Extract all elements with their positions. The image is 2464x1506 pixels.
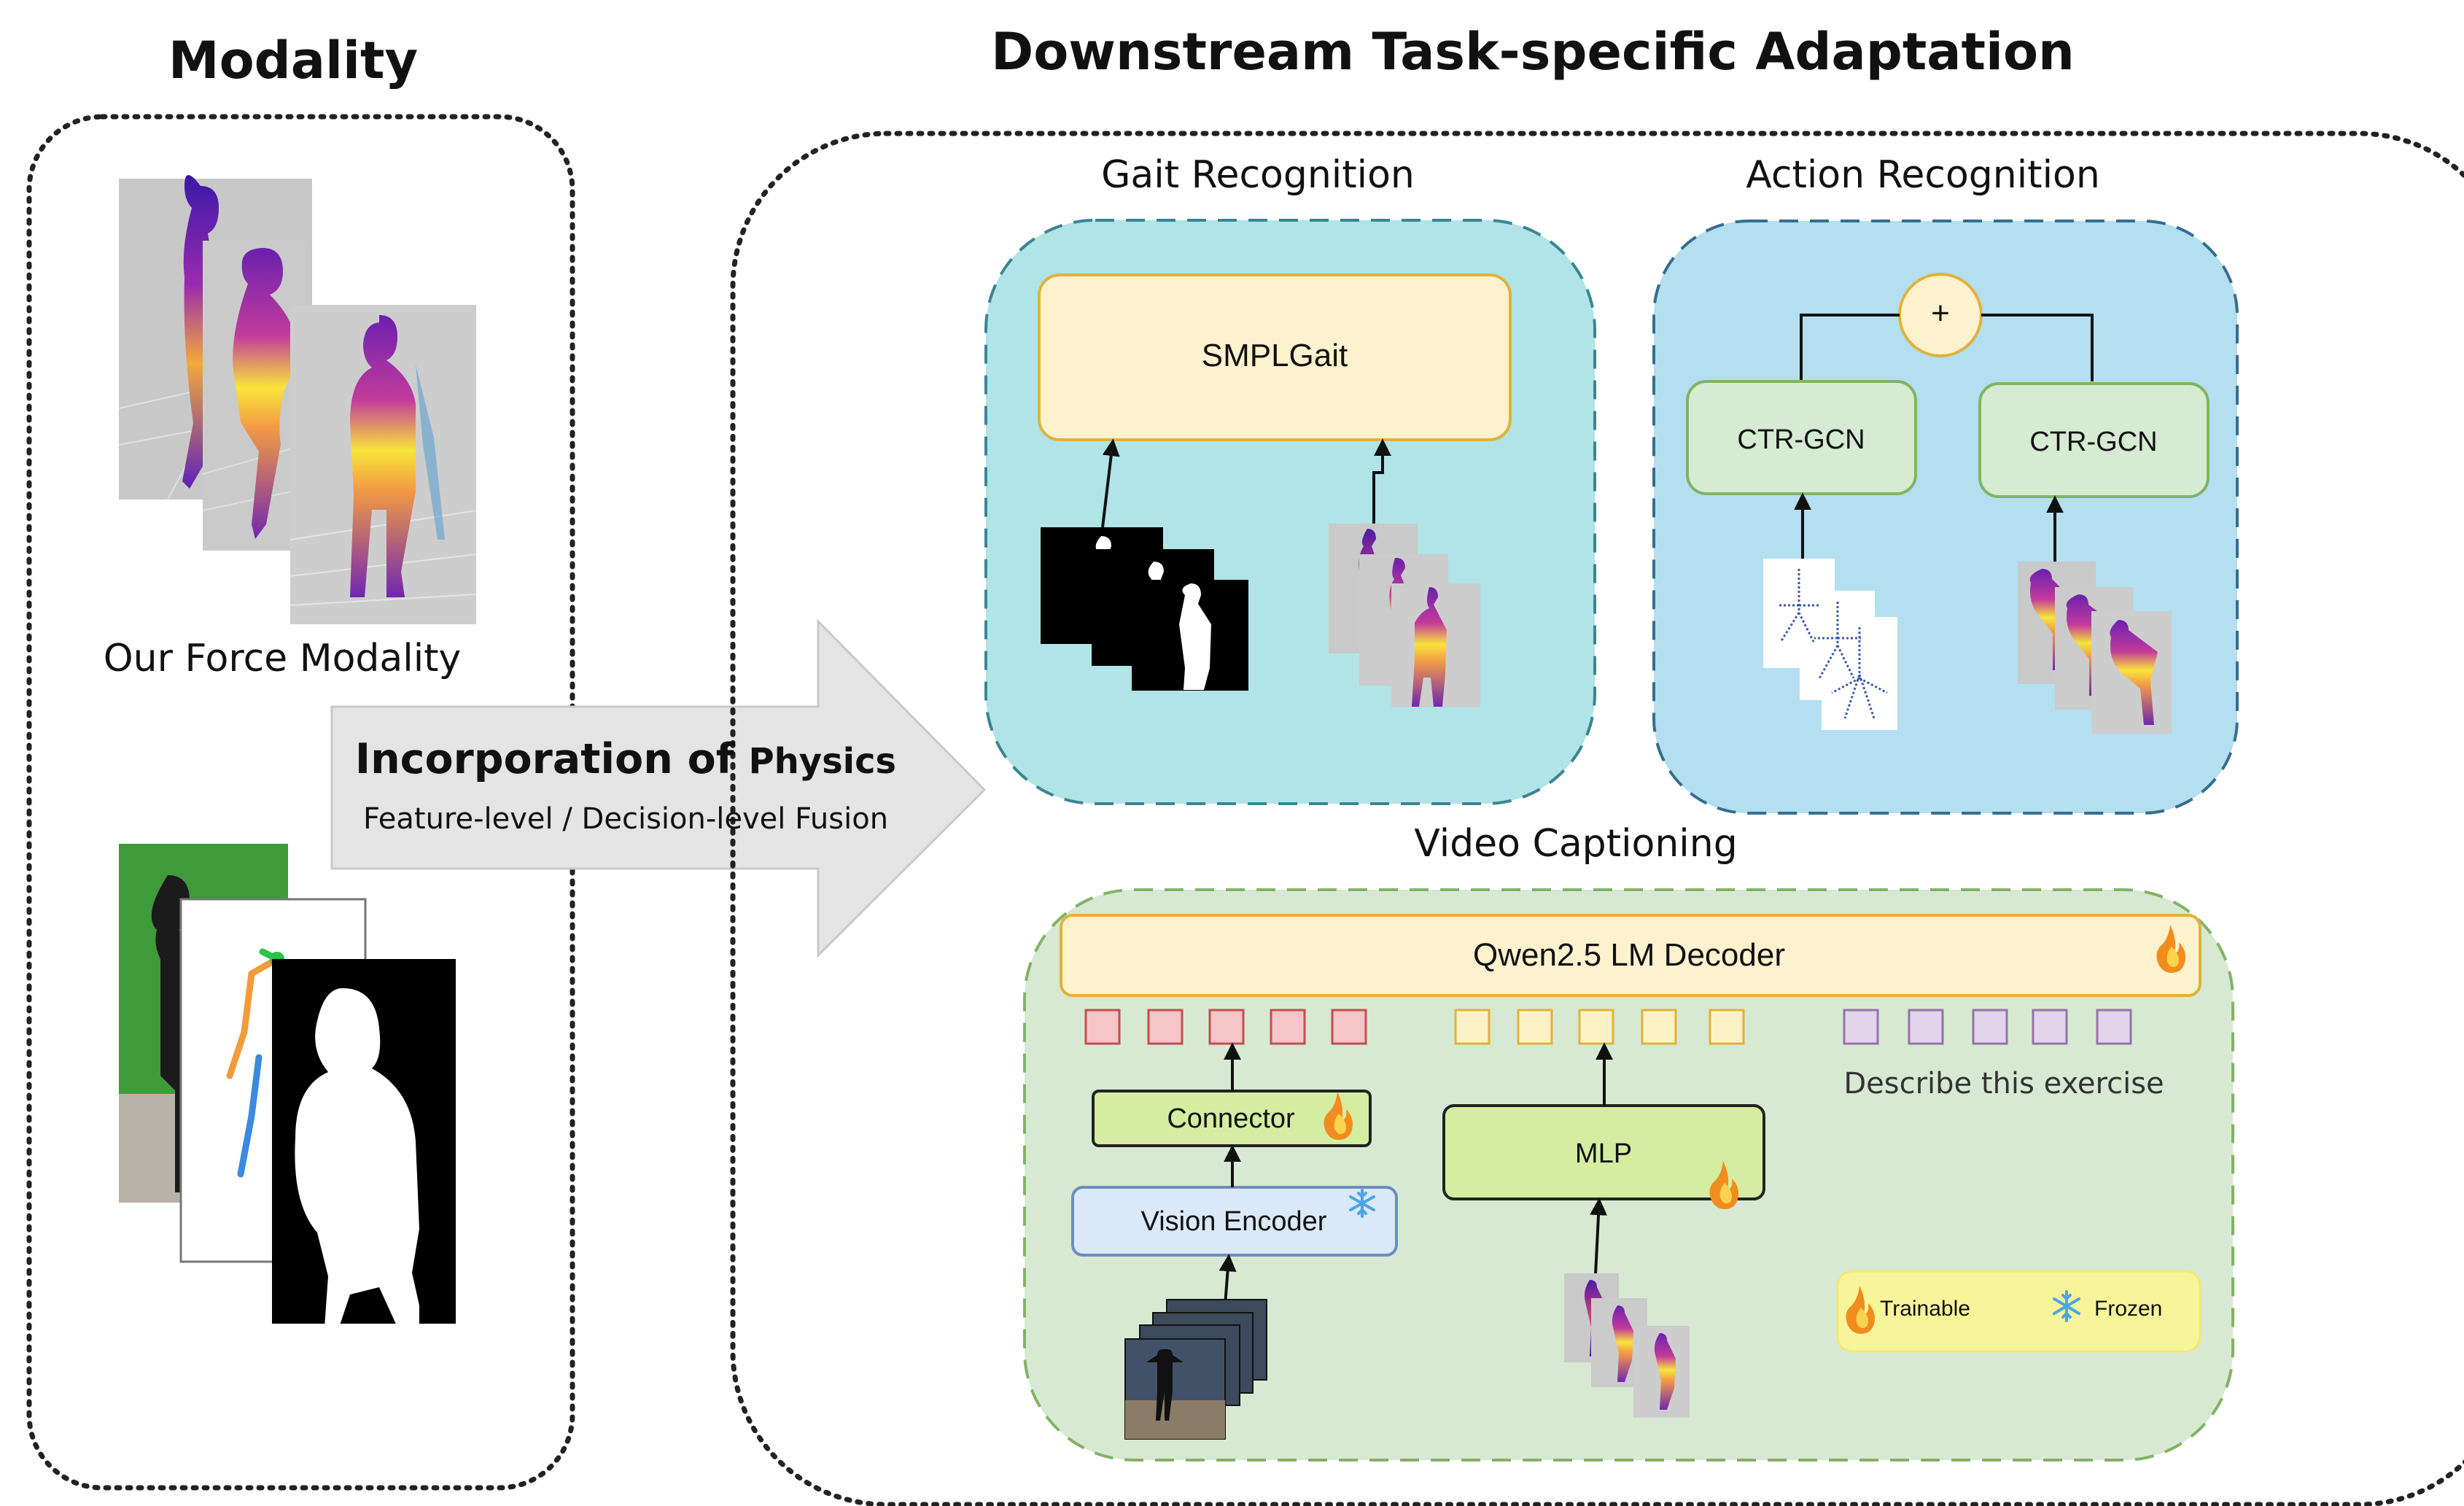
force-modality-stack [118,175,477,624]
modality-title: Modality [168,31,419,90]
snowflake-icon [2053,1290,2080,1322]
prompt-text: Describe this exercise [1843,1067,2164,1101]
ctr-gcn-left-label: CTR-GCN [1737,424,1865,455]
gait-force-arrow [1372,438,1391,524]
sum-left-line [1800,314,1900,381]
gait-force-stack [1329,524,1480,707]
connector-label: Connector [1167,1103,1295,1134]
fire-icon [1846,1286,1875,1334]
fusion-title: Incorporation of Physics [355,735,896,783]
ctr-gcn-right-box [1978,382,2210,498]
caption-force-stack [1564,1273,1690,1418]
fusion-arrow-shape [330,618,987,958]
snowflake-icon [1349,1189,1375,1218]
legend-box [1836,1270,2201,1353]
legend-frozen-label: Frozen [2094,1297,2163,1321]
action-force-stack [2018,562,2172,734]
fusion-subtitle: Feature-level / Decision-level Fusion [362,802,889,836]
ctr-gcn-right-label: CTR-GCN [2029,427,2158,457]
visual-modality-stack [119,844,456,1327]
legend-trainable-label: Trainable [1880,1297,1970,1321]
mlp-label: MLP [1574,1138,1633,1169]
video-frame-stack [1124,1299,1267,1440]
force-to-mlp-arrow [1590,1198,1608,1276]
fire-icon [1324,1092,1353,1140]
decoder-label: Qwen2.5 LM Decoder [1473,937,1785,973]
captioning-title: Video Captioning [1414,822,1738,866]
smplgait-box [1038,273,1512,441]
gait-silhouette-arrow [1101,438,1120,528]
video-to-encoder-arrow [1219,1254,1237,1306]
sum-right-line [1981,314,2094,381]
force-modality-caption: Our Force Modality [103,637,462,680]
gait-title: Gait Recognition [1101,153,1415,197]
fusion-title-main: Incorporation of [354,735,749,783]
smplgait-label: SMPLGait [1201,338,1348,373]
visual-tokens [1084,1009,1367,1045]
text-tokens [1843,1009,2132,1045]
silhouette-stack [1041,527,1248,691]
downstream-panel [730,131,2464,1506]
fusion-title-physics: Physics [748,741,897,782]
sum-symbol: + [1931,295,1950,331]
fire-icon [1709,1161,1738,1209]
downstream-title: Downstream Task-specific Adaptation [991,22,2075,82]
skeleton-stack [1763,559,1897,730]
fire-icon [2156,925,2185,973]
vision-encoder-label: Vision Encoder [1140,1206,1327,1237]
force-tokens [1454,1009,1745,1045]
action-title: Action Recognition [1746,153,2100,197]
decoder-box [1060,914,2201,997]
